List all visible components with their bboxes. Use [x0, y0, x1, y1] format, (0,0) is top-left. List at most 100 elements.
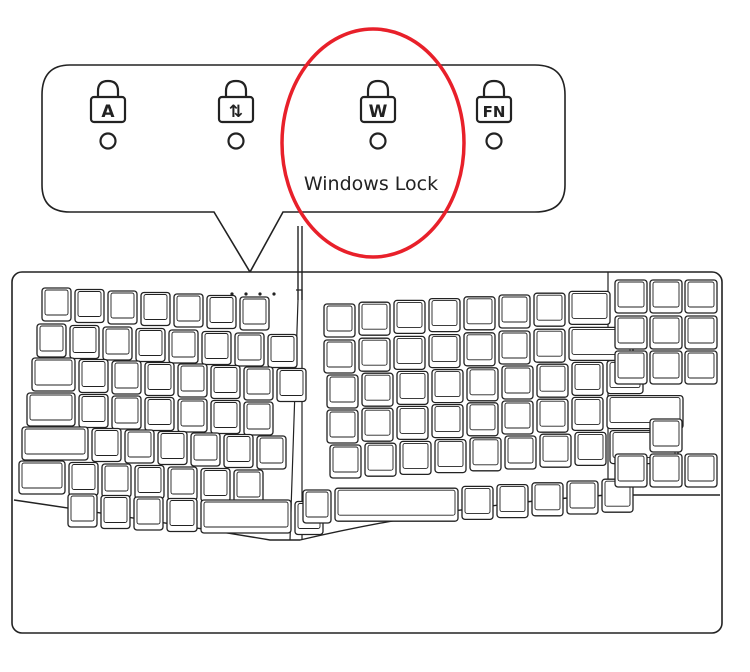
- key: [361, 407, 394, 442]
- key: [200, 467, 231, 503]
- key: [463, 296, 496, 331]
- key: [614, 315, 648, 350]
- indicator-led: [227, 132, 245, 150]
- key: [243, 401, 274, 436]
- indicator-led: [485, 132, 503, 150]
- key: [504, 435, 537, 470]
- key: [571, 396, 604, 432]
- key: [276, 367, 307, 403]
- key: [68, 461, 99, 497]
- key: [614, 279, 648, 314]
- key: [190, 432, 221, 467]
- key: [684, 315, 718, 350]
- key: [501, 400, 534, 435]
- key: [498, 330, 531, 365]
- key: [466, 367, 499, 402]
- scroll-lock-icon: ⇅: [217, 79, 255, 150]
- key: [206, 294, 237, 330]
- key: [78, 358, 109, 394]
- key: [326, 409, 359, 444]
- key: [323, 339, 356, 374]
- key: [239, 296, 270, 331]
- key: [461, 485, 494, 521]
- key: [574, 431, 607, 467]
- key: [167, 466, 198, 501]
- key: [649, 418, 683, 453]
- key: [536, 398, 569, 433]
- key: [358, 337, 391, 372]
- key: [140, 291, 171, 327]
- key: [200, 499, 292, 534]
- key: [326, 374, 359, 409]
- key: [256, 435, 287, 470]
- key: [684, 453, 718, 488]
- key: [173, 293, 204, 328]
- callout-bubble: [41, 64, 566, 274]
- key: [210, 399, 241, 435]
- key: [684, 279, 718, 314]
- key: [302, 489, 332, 524]
- key: [267, 333, 298, 369]
- key: [100, 494, 131, 530]
- indicator-glyph: A: [101, 102, 115, 122]
- key: [571, 361, 604, 397]
- key: [428, 297, 461, 333]
- key: [431, 368, 464, 404]
- key: [568, 290, 611, 326]
- key: [399, 440, 432, 476]
- key: [18, 460, 66, 495]
- key: [536, 363, 569, 398]
- key: [233, 469, 264, 504]
- key: [166, 497, 198, 533]
- key: [144, 396, 175, 432]
- key: [78, 393, 109, 429]
- key: [469, 437, 502, 472]
- key: [102, 326, 133, 361]
- key: [144, 361, 175, 397]
- key: [41, 287, 72, 322]
- key: [323, 303, 356, 338]
- key: [107, 290, 138, 325]
- key: [157, 430, 188, 466]
- key: [531, 482, 564, 517]
- key: [223, 433, 254, 469]
- indicator-glyph: ⇅: [229, 102, 243, 122]
- status-dots: [230, 292, 276, 296]
- key: [396, 370, 429, 406]
- key: [31, 357, 76, 392]
- key: [649, 453, 683, 488]
- key: [396, 405, 429, 441]
- key: [134, 464, 165, 500]
- key: [69, 324, 100, 360]
- indicator-led: [99, 132, 117, 150]
- key: [684, 350, 718, 385]
- key: [168, 329, 199, 364]
- key: [124, 429, 155, 464]
- key: [133, 496, 164, 531]
- key: [91, 427, 122, 463]
- key: [334, 487, 459, 522]
- key: [358, 301, 391, 336]
- key: [431, 403, 464, 439]
- key: [101, 463, 132, 498]
- key: [614, 453, 648, 488]
- key: [649, 315, 683, 350]
- key: [234, 332, 265, 367]
- key: [74, 288, 105, 324]
- indicator-glyph: FN: [483, 103, 506, 121]
- key: [111, 360, 142, 395]
- key: [361, 372, 394, 407]
- key: [501, 365, 534, 400]
- key: [111, 395, 142, 430]
- key: [243, 366, 274, 401]
- key: [496, 483, 529, 519]
- key: [434, 438, 467, 474]
- key: [364, 442, 397, 477]
- key: [26, 392, 76, 427]
- windows-lock-icon: W: [359, 79, 397, 150]
- key: [21, 426, 89, 461]
- key: [428, 333, 461, 369]
- key: [566, 480, 599, 515]
- caps-lock-icon: A: [89, 79, 127, 150]
